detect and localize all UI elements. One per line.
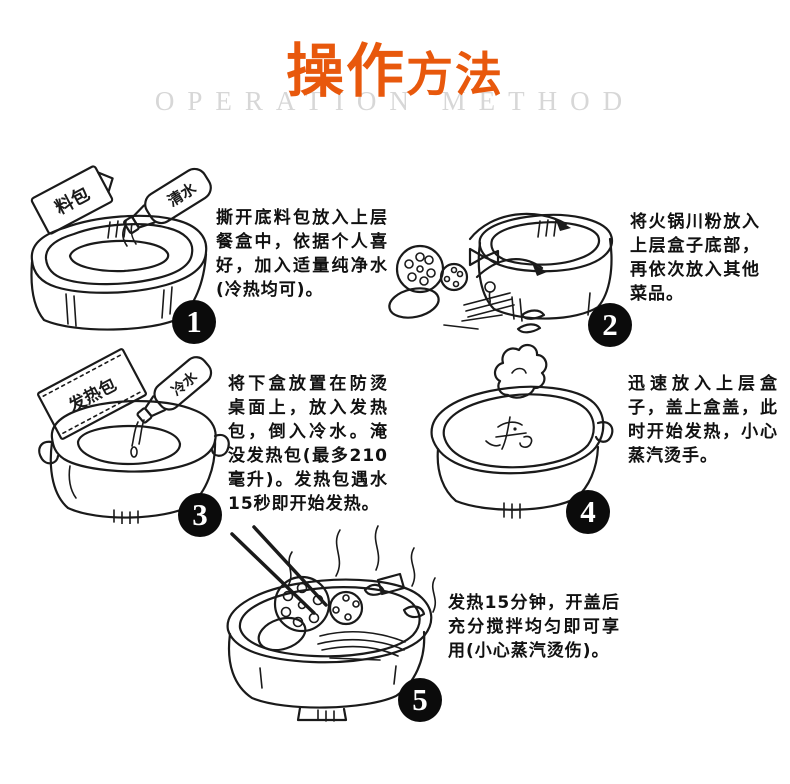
step5-illustration xyxy=(226,525,437,722)
page-title: 操作方法 xyxy=(0,24,790,108)
lower-box xyxy=(38,400,230,524)
upper-box xyxy=(477,213,614,322)
steam-icon xyxy=(493,343,548,399)
step1-number-badge: 1 xyxy=(172,300,216,344)
arrow-icon xyxy=(468,212,571,279)
subtitle-english: OPERATION METHOD xyxy=(154,86,636,116)
header: OPERATION METHOD 操作方法 xyxy=(0,24,790,116)
water-stream xyxy=(131,419,145,447)
step5-number-badge: 5 xyxy=(398,678,442,722)
water-stream xyxy=(122,223,137,247)
step2-illustration xyxy=(388,212,614,334)
step2-text: 将火锅川粉放入上层盒子底部，再依次放入其他菜品。 xyxy=(630,212,760,304)
step3-text: 将下盒放置在防烫桌面上，放入发热包，倒入冷水。淹没发热包(最多210毫升)。发热… xyxy=(228,374,388,514)
ingredients xyxy=(388,244,546,334)
heating-pack-label: 发热包 xyxy=(64,374,120,417)
step5-text: 发热15分钟，开盖后充分搅拌均匀即可享用(小心蒸汽烫伤)。 xyxy=(448,593,620,661)
title-main: 操作 xyxy=(285,37,406,105)
hotpot xyxy=(226,578,433,722)
closed-box xyxy=(430,385,614,519)
lid-calligraphy xyxy=(485,416,533,450)
step4-text: 迅速放入上层盒子，盖上盒盖，此时开始发热，小心蒸汽烫手。 xyxy=(628,374,778,466)
step3-illustration: 发热包 冷水 xyxy=(37,348,230,524)
steam-icon xyxy=(287,525,437,613)
step2-number-badge: 2 xyxy=(588,303,632,347)
chopsticks-icon xyxy=(230,525,328,615)
step1-text: 撕开底料包放入上层餐盒中，依据个人喜好，加入适量纯净水(冷热均可)。 xyxy=(216,208,388,300)
step3-number-badge: 3 xyxy=(178,493,222,537)
step4-number-badge: 4 xyxy=(566,490,610,534)
title-sub: 方法 xyxy=(406,48,504,103)
step4-illustration xyxy=(430,343,614,519)
step1-illustration: 料包 清水 xyxy=(30,165,212,331)
